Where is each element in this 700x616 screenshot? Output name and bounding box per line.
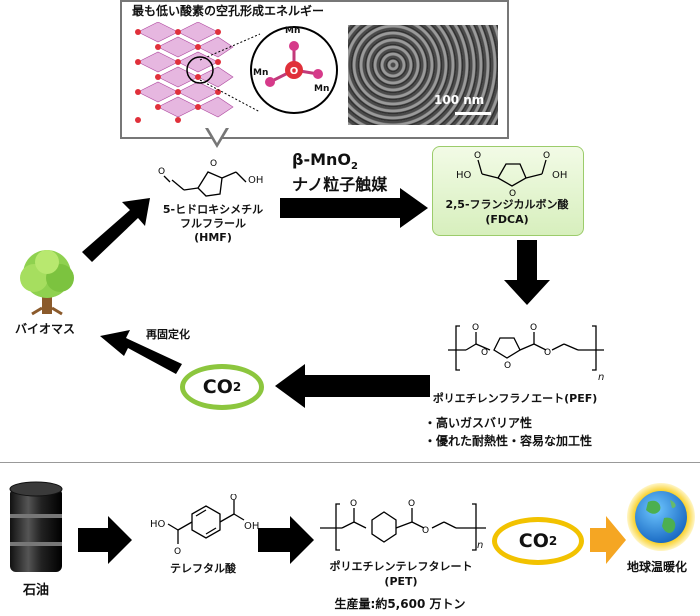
oil-label: 石油 [22, 583, 49, 598]
oil-barrel-icon [9, 481, 63, 572]
mn-label-right: Mn [314, 84, 330, 94]
arrow-co2-to-warming [590, 516, 626, 564]
svg-text:O: O [408, 499, 415, 509]
pef-subscript-n: n [598, 372, 605, 383]
hmf-name-2: フルフラール [180, 217, 246, 230]
arrow-hmf-to-fdca [280, 188, 428, 228]
vacancy-zoom-circle: O [250, 26, 338, 114]
pet-structure: O O O [320, 499, 486, 551]
lattice-structure-image [135, 22, 234, 123]
ta-ho-label: HO [150, 519, 166, 530]
hmf-name-1: 5-ヒドロキシメチル [162, 203, 264, 216]
svg-text:O: O [543, 151, 550, 161]
warming-label: 地球温暖化 [626, 560, 687, 574]
pet-production: 生産量:約5,600 万トン [334, 597, 466, 611]
pet-subscript-n: n [477, 540, 484, 551]
fdca-structure: O O O [474, 151, 550, 196]
catalyst-name: ナノ粒子触媒 [292, 175, 388, 194]
svg-text:O: O [174, 547, 181, 554]
hmf-name-3: (HMF) [194, 231, 232, 244]
crystal-panel-title: 最も低い酸素の空孔形成エネルギー [132, 4, 325, 18]
svg-text:O: O [158, 167, 165, 177]
arrow-biomass-to-hmf [82, 198, 150, 262]
zoom-lines [199, 33, 261, 113]
svg-text:O: O [481, 348, 488, 358]
fdca-name-1: 2,5-フランジカルボン酸 [445, 198, 569, 211]
pef-structure: O O O O O [448, 323, 604, 371]
svg-text:O: O [504, 361, 511, 371]
ta-name: テレフタル酸 [170, 562, 236, 575]
pef-name: ポリエチレンフラノエート(PEF) [432, 392, 598, 405]
svg-text:O: O [509, 189, 516, 196]
earth-icon [627, 483, 695, 551]
refix-label: 再固定化 [146, 328, 190, 341]
hmf-oh-label: OH [248, 175, 264, 186]
sem-scale-bar [455, 112, 491, 115]
tree-icon [20, 250, 74, 316]
svg-text:O: O [474, 151, 481, 161]
sem-scale-label: 100 nm [434, 93, 485, 107]
mn-label-top: Mn [285, 26, 301, 36]
arrow-fdca-to-pef [504, 240, 550, 305]
svg-text:O: O [530, 323, 537, 333]
svg-text:O: O [350, 499, 357, 509]
arrow-ta-to-pet [258, 516, 314, 564]
fdca-box [432, 146, 584, 236]
svg-text:O: O [472, 323, 479, 333]
pet-name-2: (PET) [384, 575, 418, 588]
section-divider [0, 462, 700, 463]
pef-feature-2: ・優れた耐熱性・容易な加工性 [424, 434, 593, 448]
mn-label-left: Mn [253, 68, 269, 78]
biomass-label: バイオマス [14, 322, 75, 336]
terephthalic-acid-structure: O O [167, 494, 245, 554]
sem-micrograph [348, 25, 498, 125]
fdca-name-2: (FDCA) [485, 213, 529, 226]
arrow-oil-to-ta [78, 516, 132, 564]
svg-text:O: O [210, 159, 217, 169]
svg-text:O: O [290, 66, 299, 77]
ta-oh-label: OH [244, 521, 260, 532]
fdca-oh-label: OH [552, 170, 568, 181]
pef-feature-1: ・高いガスバリア性 [424, 416, 533, 430]
arrow-pef-to-co2 [275, 364, 430, 408]
svg-text:O: O [230, 494, 237, 503]
svg-text:O: O [544, 348, 551, 358]
catalyst-formula: β-MnO2 [292, 150, 358, 173]
pet-name-1: ポリエチレンテレフタレート [329, 560, 473, 573]
fdca-ho-label: HO [456, 170, 472, 181]
arrow-co2-to-biomass [100, 330, 182, 374]
hmf-structure: O O [158, 159, 247, 197]
svg-text:O: O [422, 526, 429, 536]
